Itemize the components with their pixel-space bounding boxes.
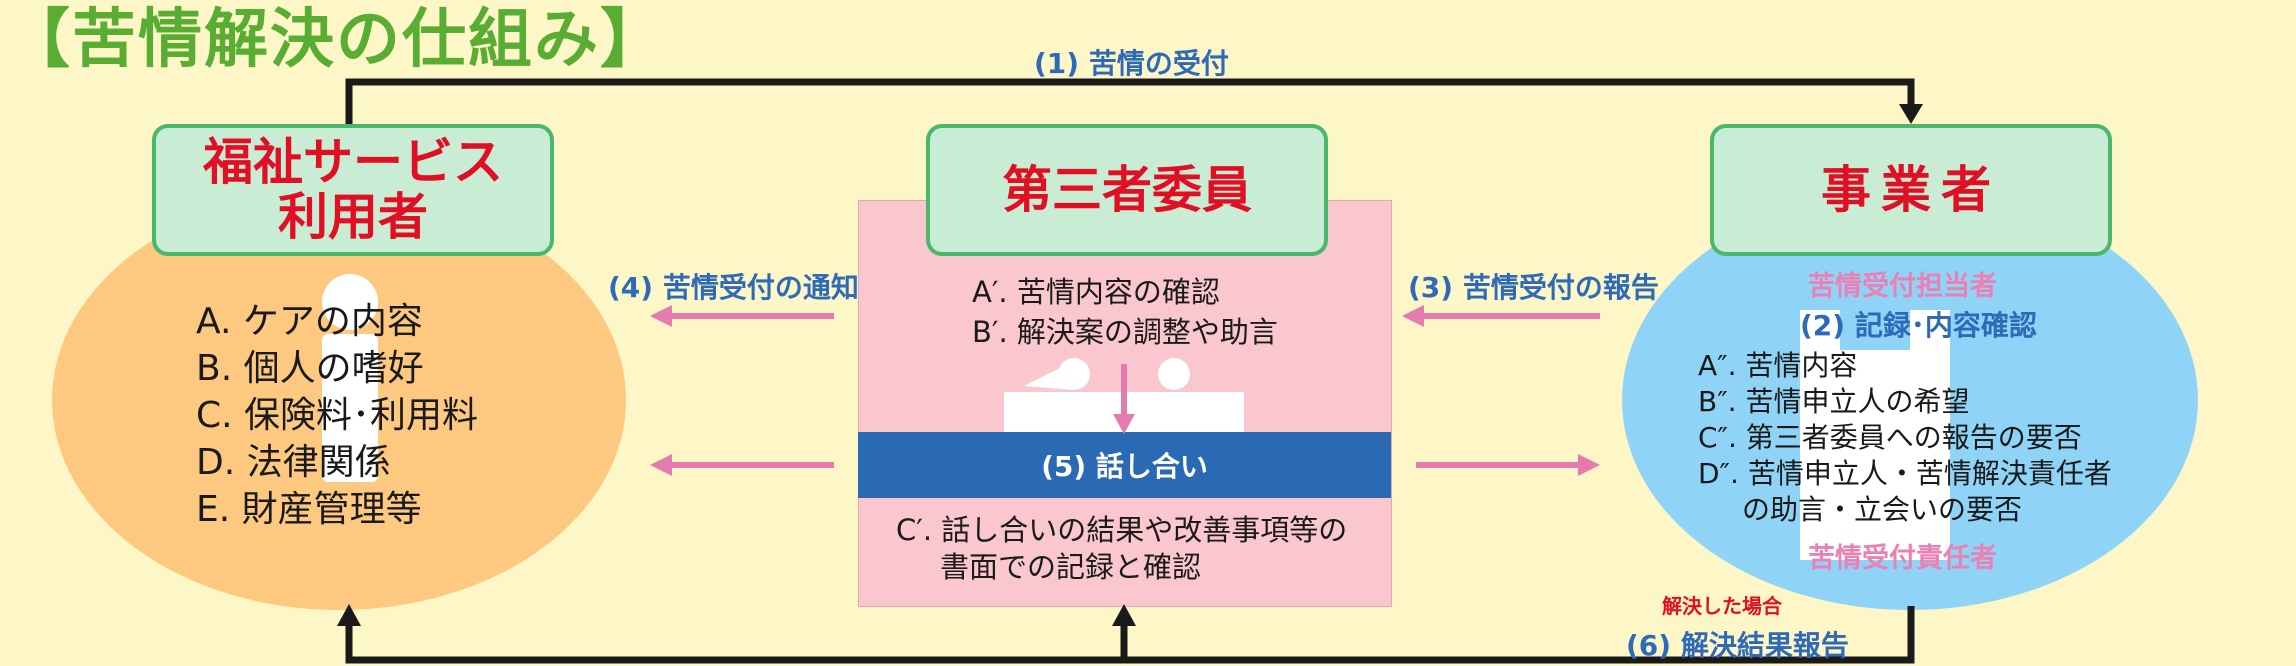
list-item: C″. 第三者委員への報告の要否 [1698,421,2082,454]
flow-arrowhead-user [337,604,361,626]
step4-label: (4) 苦情受付の通知 [608,271,859,304]
building-icon [1800,310,1950,560]
list-item: B. 個人の嗜好 [196,348,424,389]
business-header-text: 事業者 [1821,160,2001,219]
committee-task-list: A′. 苦情内容の確認 B′. 解決案の調整や助言 [972,272,1278,352]
list-item: の助言・立会いの要否 [1742,493,2023,526]
record-step-label: (2) 記録･内容確認 [1800,309,2037,342]
step3-label: (3) 苦情受付の報告 [1408,271,1659,304]
result-line: C′. 話し合いの結果や改善事項等の [896,513,1348,547]
committee-result-text: C′. 話し合いの結果や改善事項等の 書面での記録と確認 [896,512,1347,586]
reception-staff-label: 苦情受付担当者 [1808,271,1997,302]
arrow-committee-down-head [1113,414,1135,434]
committee-header: 第三者委員 [926,124,1328,256]
resolved-case-label: 解決した場合 [1662,594,1782,618]
list-item: B′. 解決案の調整や助言 [972,315,1278,349]
list-item: A″. 苦情内容 [1698,349,1858,382]
flow-line-complaint-intake [345,78,1915,124]
user-topic-list: A. ケアの内容 B. 個人の嗜好 C. 保険料･利用料 D. 法律関係 E. … [196,298,478,533]
committee-header-text: 第三者委員 [1002,160,1252,219]
flow-arrowhead-committee [1112,604,1136,626]
person-icon [322,274,378,482]
step1-label: (1) 苦情の受付 [1034,47,1229,80]
list-item: B″. 苦情申立人の希望 [1698,385,1970,418]
flow-line-resolution-report [345,606,1915,664]
list-item: E. 財産管理等 [196,489,422,530]
list-item: A. ケアの内容 [196,301,423,342]
list-item: A′. 苦情内容の確認 [972,275,1220,309]
discussion-label: (5) 話し合い [1041,450,1208,483]
discussion-band [858,432,1391,498]
user-header: 福祉サービス 利用者 [152,124,554,256]
page-title: 【苦情解決の仕組み】 [6,3,666,77]
responsible-person-label: 苦情受付責任者 [1808,543,1997,574]
step6-label: (6) 解決結果報告 [1626,629,1849,662]
committee-panel [858,200,1392,607]
list-item: D″. 苦情申立人・苦情解決責任者 [1698,457,2112,490]
arrow-discuss-business-head [1578,454,1600,476]
list-item: C. 保険料･利用料 [196,395,479,436]
result-line: 書面での記録と確認 [940,550,1202,584]
business-check-list: A″. 苦情内容 B″. 苦情申立人の希望 C″. 第三者委員への報告の要否 D… [1698,348,2112,528]
user-header-line1: 福祉サービス [203,133,503,191]
arrow-discuss-user-head [650,454,672,476]
arrow-notify-head [650,305,672,327]
flow-arrowhead-intake [1899,104,1923,124]
arrow-report-head [1402,305,1424,327]
user-header-line2: 利用者 [278,188,428,246]
business-header: 事業者 [1710,124,2112,256]
list-item: D. 法律関係 [196,442,391,483]
